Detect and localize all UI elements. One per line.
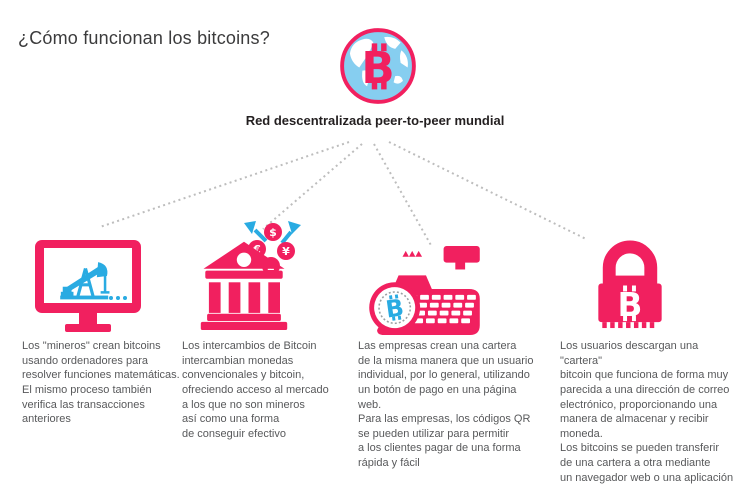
euro-coin: €: [252, 243, 261, 256]
connector-to-miners: [99, 141, 350, 228]
bitcoin-b-symbol: B: [361, 43, 394, 94]
description-businesses: Las empresas crean una cartera de la mis…: [358, 340, 534, 469]
mining-computer-icon: [35, 240, 141, 332]
connector-to-businesses: [373, 143, 433, 248]
svg-text:B: B: [384, 293, 406, 323]
globe-svg: B: [340, 28, 416, 104]
description-exchanges: Los intercambios de Bitcoin intercambian…: [182, 340, 329, 440]
description-miners: Los "mineros" crean bitcoins usando orde…: [22, 340, 180, 426]
padlock-bitcoin-symbol: B: [618, 285, 643, 324]
bitcoin-wallet-lock-icon: B: [589, 238, 671, 332]
padlock-body: [598, 275, 662, 329]
svg-text:B: B: [361, 43, 394, 94]
cash-register-icon: B: [366, 246, 484, 336]
padlock-svg: B: [598, 240, 662, 329]
bitcoin-globe-icon: B: [339, 27, 417, 105]
network-label: Red descentralizada peer-to-peer mundial: [245, 113, 505, 128]
dollar-coin: $: [269, 226, 277, 239]
page-title: ¿Cómo funcionan los bitcoins?: [18, 28, 270, 48]
oil-pump-icon: [60, 262, 110, 300]
bank-currency-exchange-icon: $ € ¥ £: [195, 220, 301, 330]
padlock-shackle: [602, 240, 658, 288]
monitor-screen: [44, 248, 132, 303]
monitor-stand-neck: [79, 313, 97, 324]
connector-to-exchanges: [262, 143, 363, 230]
bitcoin-coin-icon: B: [369, 282, 421, 334]
monitor-dots: [109, 296, 127, 300]
yen-coin: ¥: [282, 245, 290, 258]
description-users: Los usuarios descargan una "cartera" bit…: [560, 340, 734, 484]
svg-text:B: B: [618, 286, 643, 324]
globe-continents: [349, 36, 408, 87]
bank-building-icon: [200, 241, 288, 330]
cash-register-svg: B: [369, 246, 480, 336]
connector-to-users: [388, 141, 587, 240]
monitor-stand-base: [65, 324, 111, 332]
